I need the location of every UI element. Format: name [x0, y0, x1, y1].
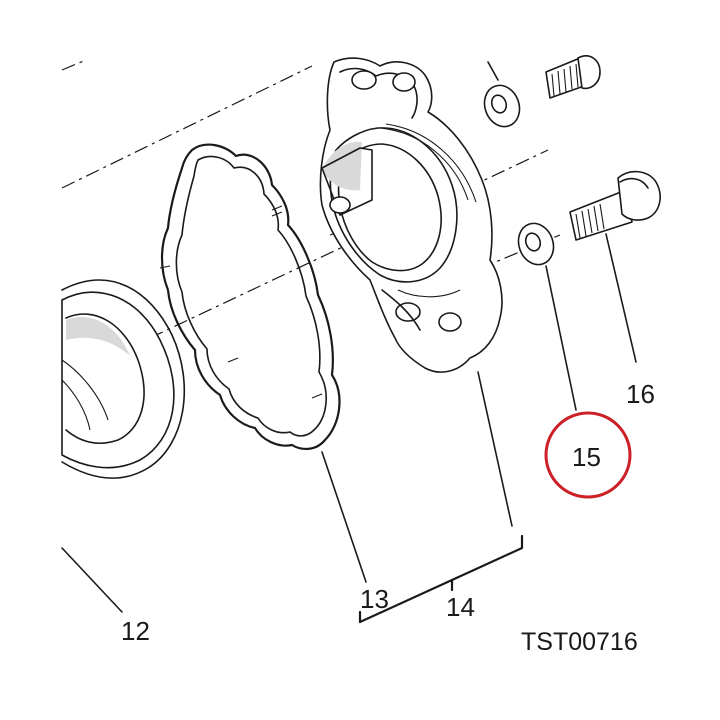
callout-14: 14	[446, 592, 475, 622]
reference-code: TST00716	[521, 628, 638, 656]
group-bracket-14	[358, 534, 524, 624]
gasket-part-13	[159, 143, 341, 450]
bolt-part-16-upper	[545, 55, 601, 99]
bolt-part-16	[569, 170, 661, 241]
callout-16: 16	[626, 379, 655, 409]
washer-part-15-upper	[483, 84, 521, 128]
callout-13: 13	[360, 584, 389, 614]
leader-lines	[61, 61, 637, 613]
cover-housing-part-14	[319, 57, 503, 373]
callout-12: 12	[121, 616, 150, 646]
shaft-part-12	[61, 279, 186, 479]
washer-part-15	[517, 222, 555, 266]
callout-15: 15	[572, 442, 601, 472]
highlight-circle-15	[544, 411, 632, 499]
